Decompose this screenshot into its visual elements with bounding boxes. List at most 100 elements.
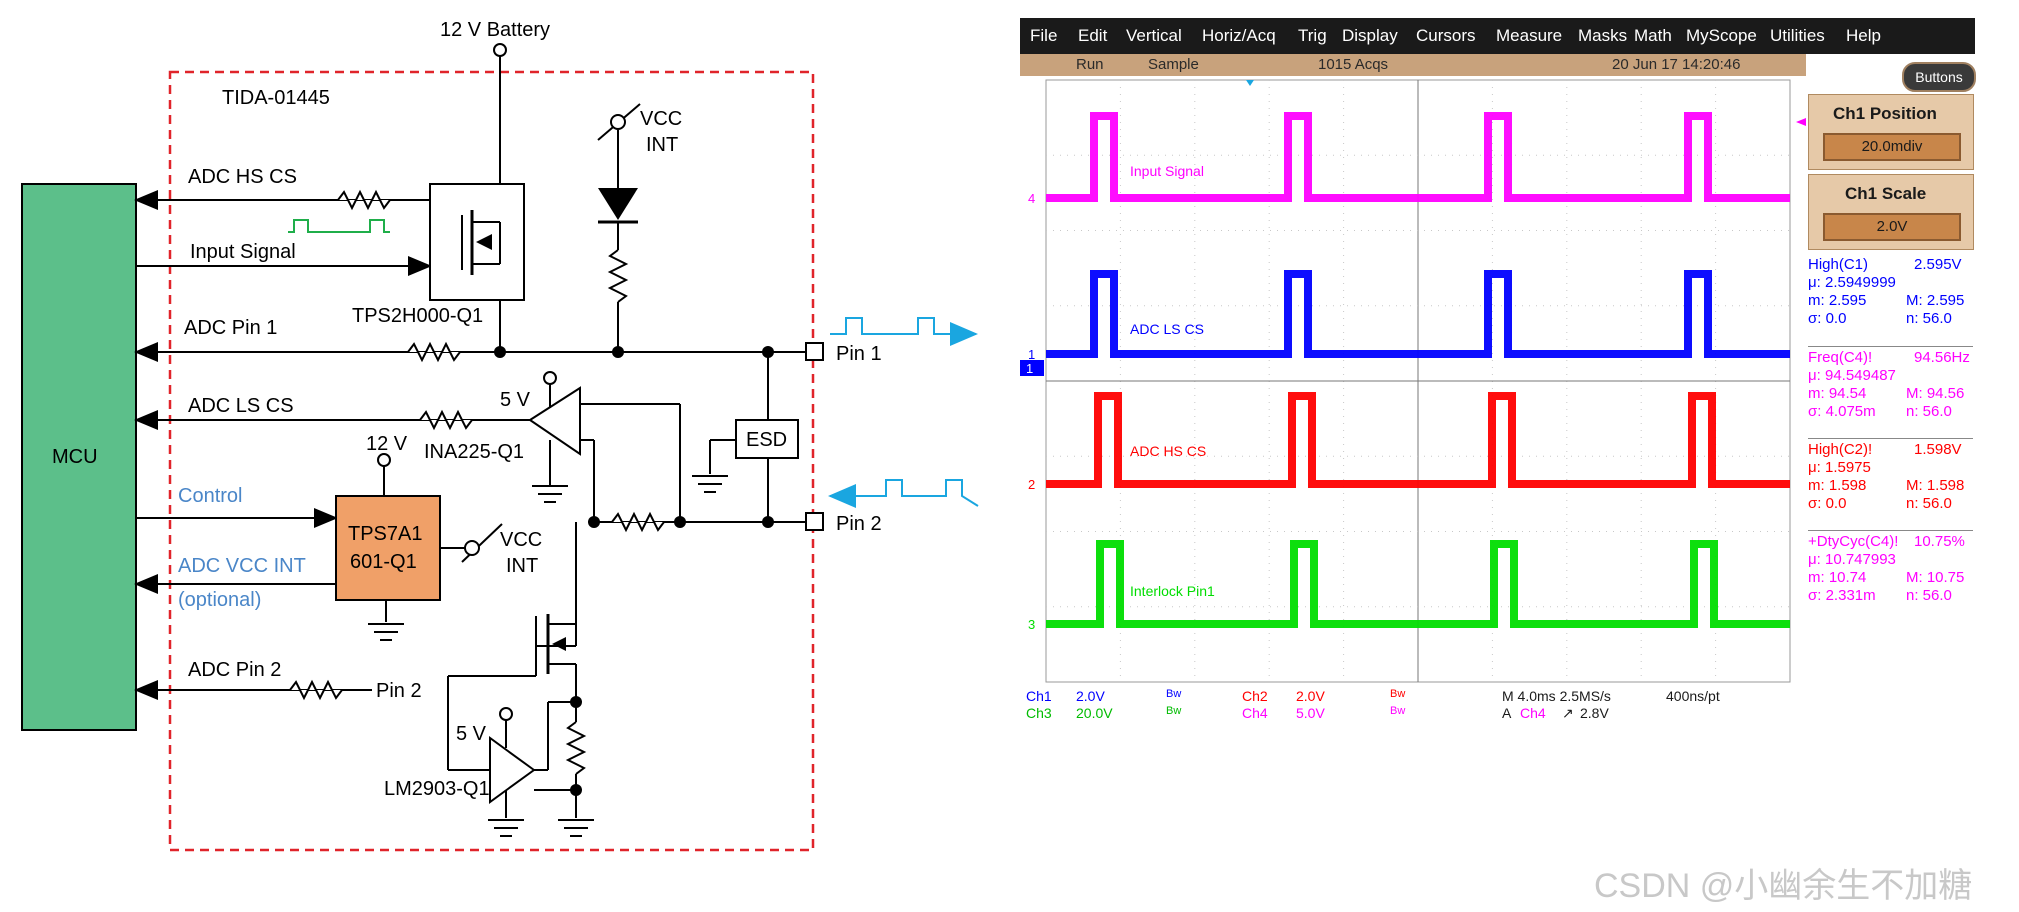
ina225-label: INA225-Q1 bbox=[424, 441, 524, 463]
ch4-position-icon bbox=[1796, 118, 1806, 126]
ch1-bw: Bw bbox=[1166, 688, 1182, 700]
measurement-mean: μ: 10.747993 bbox=[1808, 551, 1896, 568]
pin2-small-label: Pin 2 bbox=[376, 680, 422, 702]
scope-statusbar: Run Sample 1015 Acqs 20 Jun 17 14:20:46 bbox=[1020, 54, 1806, 76]
ch3-volts: 20.0V bbox=[1076, 705, 1113, 721]
menu-myscope[interactable]: MyScope bbox=[1686, 26, 1757, 45]
measurement-count: n: 56.0 bbox=[1906, 587, 1952, 604]
resistor-shunt bbox=[611, 511, 665, 533]
menu-masks[interactable]: Masks bbox=[1578, 26, 1628, 45]
resistor-pin1 bbox=[407, 341, 461, 363]
measurement-title: +DtyCyc(C4)! bbox=[1808, 533, 1899, 550]
resistor-pullup bbox=[565, 721, 587, 775]
oscilloscope-window: File Edit Vertical Horiz/Acq Trig Display Curs… bbox=[1020, 18, 1976, 721]
ch1-position-title: Ch1 Position bbox=[1833, 104, 1937, 123]
battery-terminal bbox=[493, 43, 507, 57]
tps7a1601-label-1: TPS7A1 bbox=[348, 523, 422, 545]
resistor-ls bbox=[419, 409, 473, 431]
vcc-int-top-label: VCC bbox=[640, 108, 682, 130]
menu-utilities[interactable]: Utilities bbox=[1770, 26, 1825, 45]
measurement-value: 94.56Hz bbox=[1914, 349, 1970, 366]
five-v-label-2: 5 V bbox=[456, 723, 487, 745]
scope-channel-settings: Ch1 2.0V Bw Ch2 2.0V Bw Ch3 20.0V Bw Ch4… bbox=[1020, 688, 1806, 724]
measurement-min: m: 94.54 bbox=[1808, 385, 1867, 402]
trigger-slope-icon: ↗ bbox=[1562, 705, 1574, 721]
measurement-count: n: 56.0 bbox=[1906, 403, 1952, 420]
tps7a1601-label-2: 601-Q1 bbox=[350, 551, 417, 573]
menu-horizacq[interactable]: Horiz/Acq bbox=[1202, 26, 1276, 45]
menu-edit[interactable]: Edit bbox=[1078, 26, 1108, 45]
status-acq: Sample bbox=[1148, 56, 1199, 73]
lm2903-comparator bbox=[489, 736, 536, 804]
ch1-position-control[interactable]: Ch1 Position 20.0mdiv bbox=[1808, 94, 1974, 170]
measurement-title: High(C2)! bbox=[1808, 441, 1873, 458]
vcc-int-mid-label-2: INT bbox=[506, 555, 538, 577]
input-signal-label: Input Signal bbox=[190, 241, 296, 263]
pin1-terminal bbox=[805, 342, 824, 361]
status-datetime: 20 Jun 17 14:20:46 bbox=[1612, 56, 1741, 73]
measurement-count: n: 56.0 bbox=[1906, 310, 1952, 327]
control-label: Control bbox=[178, 485, 242, 507]
measurement-min: m: 2.595 bbox=[1808, 292, 1867, 309]
trigger-channel: Ch4 bbox=[1520, 705, 1546, 721]
ch1-scale-control[interactable]: Ch1 Scale 2.0V bbox=[1808, 174, 1974, 250]
adc-pin2-label: ADC Pin 2 bbox=[188, 659, 281, 681]
resistor-pin2 bbox=[289, 679, 343, 701]
resistor-vcc bbox=[607, 249, 629, 303]
watermark: CSDN @小幽余生不加糖 bbox=[1594, 867, 1973, 905]
waveform-interlock-pin1 bbox=[1046, 540, 1790, 628]
pin1-signal bbox=[830, 317, 960, 335]
mcu-label: MCU bbox=[52, 446, 98, 468]
trigger-position-icon bbox=[1246, 80, 1254, 86]
ch4-name: Ch4 bbox=[1242, 705, 1268, 721]
measurement-mean: μ: 94.549487 bbox=[1808, 367, 1896, 384]
trigger-level: 2.8V bbox=[1580, 705, 1609, 721]
adc-ls-cs-label: ADC LS CS bbox=[188, 395, 294, 417]
measurement-mean: μ: 1.5975 bbox=[1808, 459, 1871, 476]
input-pulse bbox=[288, 219, 390, 233]
buttons-button[interactable]: Buttons bbox=[1902, 62, 1976, 92]
menu-help[interactable]: Help bbox=[1846, 26, 1881, 45]
ch1-position-value[interactable]: 20.0mdiv bbox=[1823, 133, 1961, 161]
menu-trig[interactable]: Trig bbox=[1298, 26, 1327, 45]
board-label: TIDA-01445 bbox=[222, 87, 330, 109]
battery-label: 12 V Battery bbox=[440, 19, 550, 41]
menu-cursors[interactable]: Cursors bbox=[1416, 26, 1476, 45]
ch1-name: Ch1 bbox=[1026, 688, 1052, 704]
menu-measure[interactable]: Measure bbox=[1496, 26, 1563, 45]
esd-box bbox=[735, 419, 799, 459]
pin2-signal bbox=[868, 479, 979, 507]
pin2-terminal bbox=[805, 512, 824, 531]
adc-vcc-int-label: ADC VCC INT bbox=[178, 555, 306, 577]
ch1-ground-marker-label: 1 bbox=[1026, 361, 1033, 376]
tps2h000-label: TPS2H000-Q1 bbox=[352, 305, 483, 327]
board-boundary bbox=[168, 70, 815, 852]
resistor-hs bbox=[337, 189, 391, 211]
menu-display[interactable]: Display bbox=[1342, 26, 1398, 45]
trigger-a: A bbox=[1502, 705, 1512, 721]
menu-math[interactable]: Math bbox=[1634, 26, 1672, 45]
measurement-count: n: 56.0 bbox=[1906, 495, 1952, 512]
menu-file[interactable]: File bbox=[1030, 26, 1058, 45]
ch2-bw: Bw bbox=[1390, 688, 1406, 700]
timebase: M 4.0ms 2.5MS/s bbox=[1502, 688, 1611, 704]
measurement-min: m: 1.598 bbox=[1808, 477, 1867, 494]
channel-marker: 3 bbox=[1028, 617, 1035, 632]
menu-vertical[interactable]: Vertical bbox=[1126, 26, 1182, 45]
measurement-sigma: σ: 4.075m bbox=[1808, 403, 1876, 420]
measurement-max: M: 10.75 bbox=[1906, 569, 1965, 586]
ch3-name: Ch3 bbox=[1026, 705, 1052, 721]
optional-label: (optional) bbox=[178, 589, 261, 611]
pin1-label: Pin 1 bbox=[836, 343, 882, 365]
buttons-label: Buttons bbox=[1915, 69, 1963, 85]
ina225-amp bbox=[528, 386, 581, 456]
waveform-input-signal bbox=[1046, 112, 1790, 202]
ch4-bw: Bw bbox=[1390, 705, 1406, 717]
vcc-int-top-label-2: INT bbox=[646, 134, 678, 156]
measurement-mean: μ: 2.5949999 bbox=[1808, 274, 1896, 291]
channel-marker: 4 bbox=[1028, 191, 1035, 206]
trace-label: Interlock Pin1 bbox=[1130, 583, 1215, 599]
ch1-scale-value[interactable]: 2.0V bbox=[1823, 213, 1961, 241]
